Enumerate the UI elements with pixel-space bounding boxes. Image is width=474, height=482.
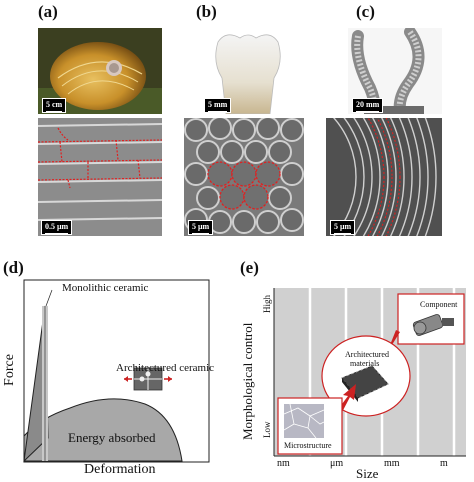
spicule-ring-pattern — [326, 118, 442, 236]
energy-absorbed-label: Energy absorbed — [68, 430, 156, 445]
tooth-image — [215, 34, 281, 114]
nacre-scale-bar: 0.5 μm — [41, 220, 73, 235]
nacre-brick-pattern — [38, 118, 162, 236]
panel-e-label: (e) — [240, 258, 259, 277]
enamel-sem-image: 5 μm — [184, 118, 304, 236]
nacre-sem-image: 0.5 μm — [38, 118, 162, 236]
y-axis-low-label: Low — [262, 421, 272, 439]
deformation-axis-label: Deformation — [84, 462, 156, 477]
nacre-scale-text: 0.5 μm — [45, 222, 69, 231]
component-gear-icon — [412, 314, 454, 336]
sponge-scale-text: 20 mm — [356, 100, 380, 109]
shell-scale-text: 5 cm — [46, 100, 63, 109]
monolithic-ceramic-label: Monolithic ceramic — [62, 282, 149, 294]
tooth-scale-text: 5 mm — [208, 100, 228, 109]
sponge-scale-bar: 20 mm — [352, 98, 384, 113]
tooth-scale-bar: 5 mm — [204, 98, 232, 113]
spicule-sem-image: 5 μm — [326, 118, 442, 236]
spicule-scale-bar: 5 μm — [330, 220, 356, 235]
force-axis-label: Force — [1, 354, 17, 386]
sponge-photo: 20 mm — [348, 28, 442, 114]
shell-scale-bar: 5 cm — [42, 98, 67, 113]
sponge-image — [348, 28, 442, 114]
enamel-scale-bar: 5 μm — [188, 220, 214, 235]
enamel-rod-pattern — [184, 118, 304, 236]
panel-d-label: (d) — [3, 258, 24, 277]
size-axis-label: Size — [356, 466, 379, 481]
monolithic-pointer — [45, 289, 53, 307]
microstructure-grain-image — [283, 403, 325, 439]
architectured-materials-label-2: materials — [350, 359, 380, 368]
abalone-shell-image — [38, 28, 162, 114]
x-tick-nm: nm — [277, 458, 290, 469]
spicule-scale-text: 5 μm — [334, 222, 352, 231]
tooth-photo: 5 mm — [200, 28, 296, 114]
x-tick-m: m — [440, 458, 448, 469]
force-deformation-chart — [23, 279, 210, 463]
y-axis-high-label: High — [262, 295, 272, 313]
panel-a-label: (a) — [38, 2, 58, 21]
morphological-control-axis-label: Morphological control — [240, 322, 255, 440]
enamel-scale-text: 5 μm — [192, 222, 210, 231]
morphology-size-chart — [273, 288, 466, 457]
component-label: Component — [420, 300, 458, 309]
architectured-materials-label-1: Architectured — [345, 350, 389, 359]
x-tick-mm: mm — [384, 458, 400, 469]
architectured-ceramic-label: Architectured ceramic — [116, 362, 215, 374]
panel-b-label: (b) — [196, 2, 217, 21]
microstructure-label: Microstructure — [284, 441, 332, 450]
puzzle-tile-icon — [124, 367, 172, 391]
panel-c-label: (c) — [356, 2, 375, 21]
abalone-shell-photo: 5 cm — [38, 28, 162, 114]
x-tick-um: μm — [330, 458, 344, 469]
